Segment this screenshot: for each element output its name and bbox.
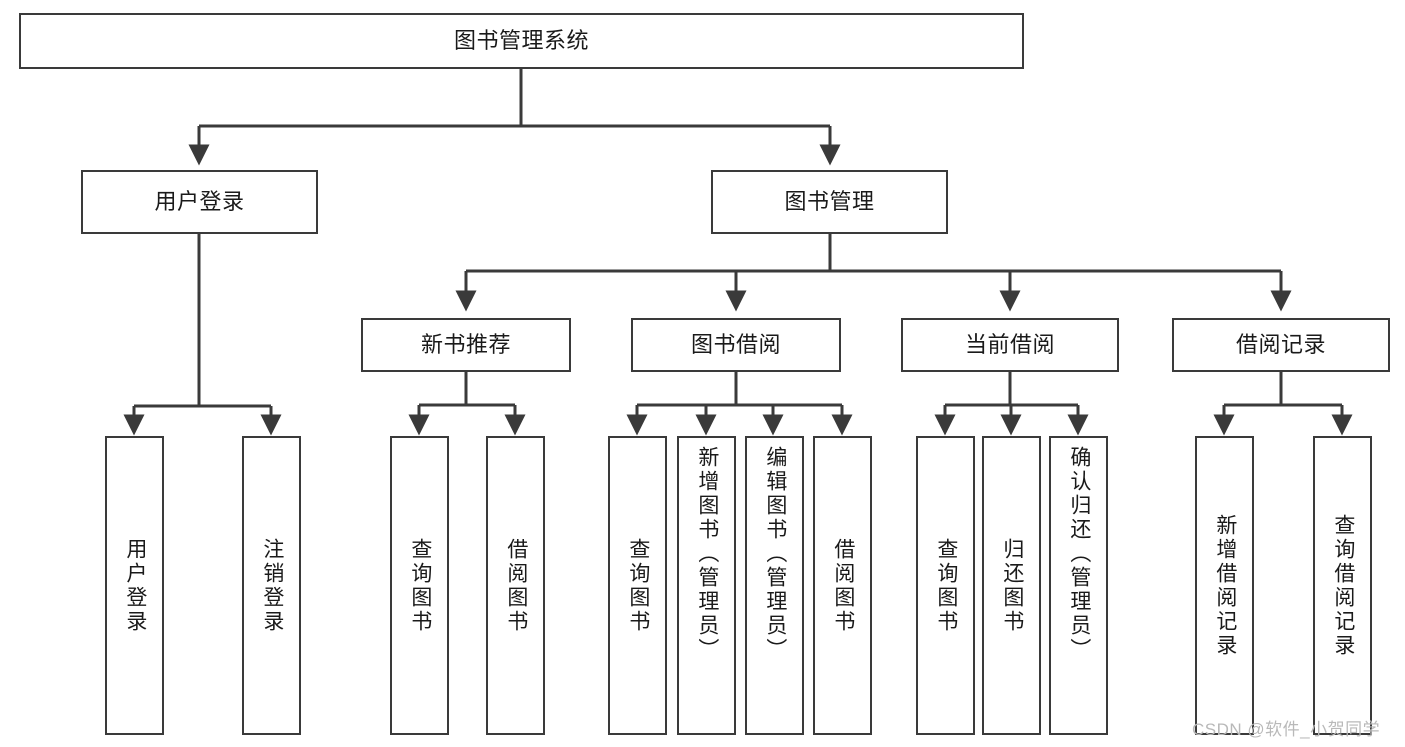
leaf-new-book-borrow-book[interactable]: 借阅图书 (486, 436, 545, 735)
node-label: 新增图书（管理员） (695, 446, 719, 662)
node-label: 图书借阅 (690, 331, 781, 357)
node-label: 借阅图书 (504, 537, 528, 634)
leaf-book-borrow-borrow-book[interactable]: 借阅图书 (813, 436, 872, 735)
node-label: 查询图书 (408, 537, 432, 634)
node-user-login[interactable]: 用户登录 (81, 170, 318, 234)
node-label: 查询借阅记录 (1331, 513, 1355, 658)
node-book-borrow[interactable]: 图书借阅 (631, 318, 841, 372)
node-book-management[interactable]: 图书管理 (711, 170, 948, 234)
leaf-book-borrow-edit-book-admin[interactable]: 编辑图书（管理员） (745, 436, 804, 735)
node-label: 编辑图书（管理员） (763, 446, 787, 662)
node-label: 图书管理 (784, 188, 875, 214)
node-label: 借阅图书 (831, 537, 855, 634)
leaf-borrow-record-query-record[interactable]: 查询借阅记录 (1313, 436, 1372, 735)
node-label: 新增借阅记录 (1213, 513, 1237, 658)
node-label: 注销登录 (260, 537, 284, 634)
node-label: 当前借阅 (964, 331, 1055, 357)
node-label: 借阅记录 (1235, 331, 1326, 357)
node-label: 归还图书 (1000, 537, 1024, 634)
node-borrow-record[interactable]: 借阅记录 (1172, 318, 1390, 372)
leaf-book-borrow-add-book-admin[interactable]: 新增图书（管理员） (677, 436, 736, 735)
node-label: 查询图书 (626, 537, 650, 634)
leaf-borrow-record-add-record[interactable]: 新增借阅记录 (1195, 436, 1254, 735)
leaf-current-borrow-confirm-return-admin[interactable]: 确认归还（管理员） (1049, 436, 1108, 735)
node-current-borrow[interactable]: 当前借阅 (901, 318, 1119, 372)
csdn-watermark: CSDN @软件_小贺同学 (1192, 720, 1381, 739)
leaf-current-borrow-return-book[interactable]: 归还图书 (982, 436, 1041, 735)
node-label: 图书管理系统 (453, 27, 589, 53)
leaf-user-login-signin[interactable]: 用户登录 (105, 436, 164, 735)
leaf-book-borrow-query-book[interactable]: 查询图书 (608, 436, 667, 735)
node-label: 用户登录 (154, 188, 245, 214)
node-root-book-management-system[interactable]: 图书管理系统 (19, 13, 1024, 69)
leaf-new-book-query-book[interactable]: 查询图书 (390, 436, 449, 735)
leaf-current-borrow-query-book[interactable]: 查询图书 (916, 436, 975, 735)
node-new-book-recommend[interactable]: 新书推荐 (361, 318, 571, 372)
node-label: 查询图书 (934, 537, 958, 634)
leaf-user-login-signout[interactable]: 注销登录 (242, 436, 301, 735)
node-label: 用户登录 (123, 537, 147, 634)
node-label: 新书推荐 (420, 331, 511, 357)
node-label: 确认归还（管理员） (1067, 446, 1091, 662)
